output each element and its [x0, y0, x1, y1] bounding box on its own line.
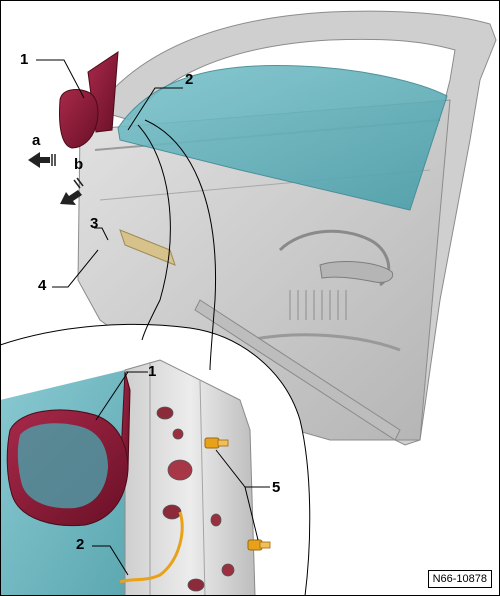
callout-3: 3 [90, 215, 99, 232]
callout-1-top: 1 [20, 51, 29, 68]
detail-inset [0, 323, 311, 596]
window-glass [117, 64, 448, 211]
magnify-funnel [144, 119, 217, 371]
leader-lines [36, 59, 270, 576]
callout-b: b [74, 156, 84, 173]
callout-2-top: 2 [185, 71, 194, 88]
callout-4: 4 [38, 277, 47, 294]
arrow-a [28, 152, 56, 168]
callout-1-detail: 1 [148, 363, 157, 380]
callout-2-detail: 2 [76, 536, 85, 553]
bolt-lower [247, 539, 271, 551]
bolt-upper [204, 437, 229, 449]
callout-a: a [32, 132, 41, 149]
arrow-b [60, 177, 84, 205]
mirror-top [59, 51, 119, 149]
figure-reference-code: N66-10878 [427, 569, 492, 588]
callout-5: 5 [272, 479, 281, 496]
